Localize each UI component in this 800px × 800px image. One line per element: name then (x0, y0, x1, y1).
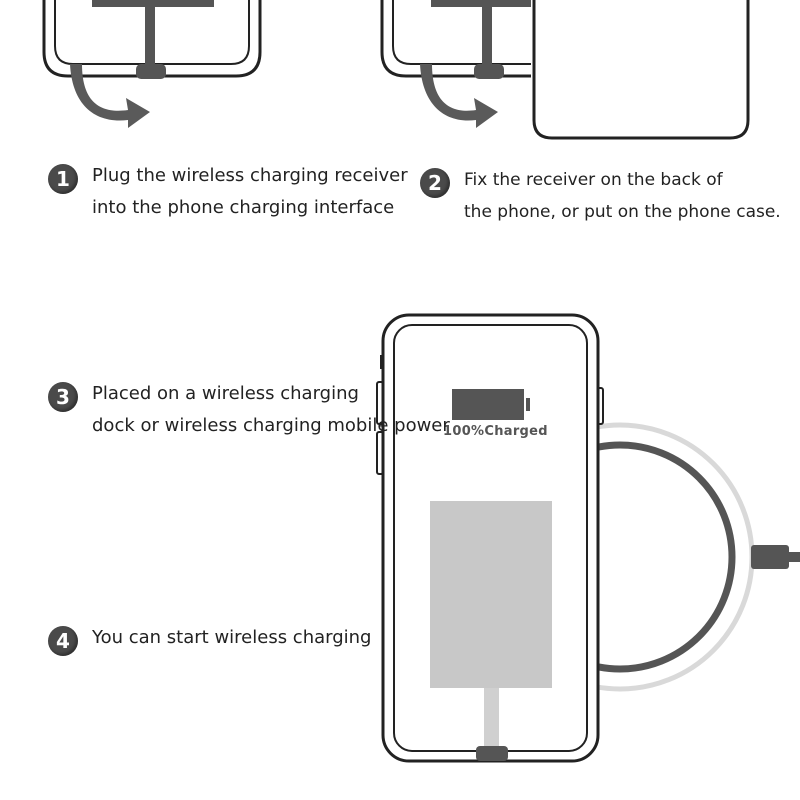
step-number-badge: 1 (48, 164, 78, 194)
step-3-line-2: dock or wireless charging mobile power (92, 415, 450, 436)
step-4: 4 You can start wireless charging (48, 622, 371, 656)
step-2: 2 Fix the receiver on the back of the ph… (420, 164, 781, 228)
step-number-badge: 4 (48, 626, 78, 656)
phone-2-illustration (380, 0, 531, 79)
step-2-line-1: Fix the receiver on the back of (464, 170, 723, 190)
step-1-line-1: Plug the wireless charging receiver (92, 165, 408, 186)
step-number-badge: 2 (420, 168, 450, 198)
curved-arrow-icon (70, 64, 150, 128)
step-4-line-1: You can start wireless charging (92, 627, 372, 648)
step-3-text: Placed on a wireless charging dock or wi… (92, 378, 450, 442)
step-number-badge: 3 (48, 382, 78, 412)
step-2-text: Fix the receiver on the back of the phon… (464, 164, 781, 228)
step-4-text: You can start wireless charging (92, 622, 371, 654)
step-1-text: Plug the wireless charging receiver into… (92, 160, 408, 224)
step-1-line-2: into the phone charging interface (92, 197, 395, 218)
receiver-coil-illustration (430, 501, 552, 761)
step-3: 3 Placed on a wireless charging dock or … (48, 378, 450, 442)
battery-status-label: 100%Charged (443, 424, 548, 439)
curved-arrow-icon (420, 64, 498, 128)
phone-1-illustration (42, 0, 262, 79)
step-3-line-1: Placed on a wireless charging (92, 383, 359, 404)
usb-cable-icon (751, 545, 800, 569)
phone-case-illustration (532, 0, 750, 140)
step-1: 1 Plug the wireless charging receiver in… (48, 160, 408, 224)
step-2-line-2: the phone, or put on the phone case. (464, 202, 781, 222)
battery-icon (452, 389, 530, 420)
